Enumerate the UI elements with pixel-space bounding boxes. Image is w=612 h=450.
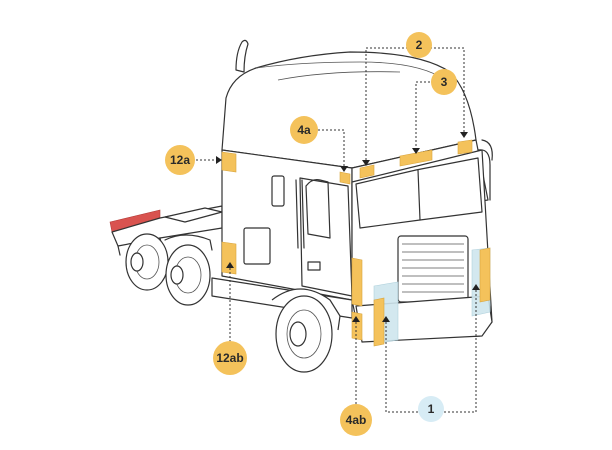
marking-12a	[221, 151, 237, 173]
marking-2-right	[457, 139, 473, 155]
marking-12ab	[221, 241, 237, 275]
rear-chassis	[109, 205, 223, 306]
callout-3-label: 3	[441, 75, 448, 89]
callout-3: 3	[431, 69, 457, 95]
callout-12ab-label: 12ab	[216, 351, 243, 365]
callout-1: 1	[418, 396, 444, 422]
callout-4ab-badge	[340, 404, 372, 436]
callout-4a-badge	[290, 116, 318, 144]
callout-3-badge	[431, 69, 457, 95]
marking-4a	[339, 171, 351, 185]
callout-2-badge	[406, 32, 432, 58]
callout-4ab: 4ab	[340, 404, 372, 436]
callout-1-label: 1	[428, 402, 435, 416]
marking-1-right-amber	[479, 247, 491, 303]
callout-2-label: 2	[416, 38, 423, 52]
callout-4a: 4a	[290, 116, 318, 144]
callout-4ab-label: 4ab	[346, 413, 367, 427]
marking-1-left-amber	[373, 297, 385, 347]
marking-4ab-lower	[351, 311, 363, 341]
callout-1-badge	[418, 396, 444, 422]
marking-3	[399, 149, 433, 167]
callout-4a-label: 4a	[297, 123, 311, 137]
front-wheel	[271, 288, 341, 373]
callout-12a: 12a	[165, 145, 195, 175]
callout-12a-label: 12a	[170, 153, 190, 167]
callout-12ab-badge	[213, 341, 247, 375]
callout-12a-badge	[165, 145, 195, 175]
callout-2: 2	[406, 32, 432, 58]
callout-12ab: 12ab	[213, 341, 247, 375]
leader-lines	[196, 47, 480, 413]
marking-2-left	[359, 164, 375, 179]
markings	[221, 139, 491, 347]
marking-4ab-upper	[351, 257, 363, 307]
